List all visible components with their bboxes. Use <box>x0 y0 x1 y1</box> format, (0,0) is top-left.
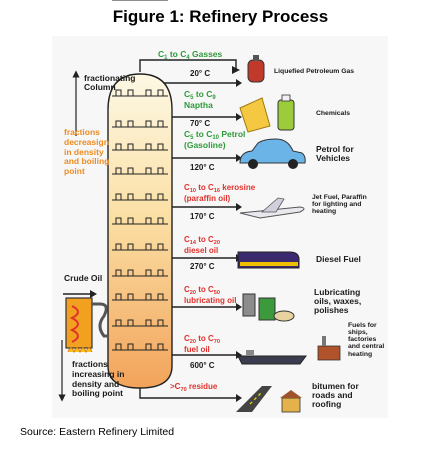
outlet-arrowheads <box>232 66 242 402</box>
temp-120: 120° C <box>190 163 215 172</box>
decreasing-label: fractions decreasign in density and boil… <box>64 127 110 177</box>
product-chemicals: Chemicals <box>316 110 351 117</box>
product-lpg: Liquefied Petroleum Gas <box>274 68 355 75</box>
road-icon <box>236 386 302 413</box>
ship-icon <box>237 336 341 365</box>
fractionating-label: fractionating Column <box>84 73 136 92</box>
fraction-fuel-oil: C20 to C70 fuel oil <box>184 334 221 354</box>
temp-70: 70° C <box>190 119 211 128</box>
fraction-kerosine: C10 to C16 kerosine (paraffin oil) <box>184 183 256 203</box>
jet-icon <box>239 197 305 219</box>
product-fuels: Fuels for ships, factories and central h… <box>348 322 385 358</box>
fraction-petrol: C5 to C10 Petrol (Gasoline) <box>184 129 246 151</box>
furnace <box>63 290 108 354</box>
product-petrol: Petrol for Vehicles <box>316 144 354 163</box>
fractionating-column <box>107 73 173 389</box>
source-caption: Source: Eastern Refinery Limited <box>20 426 175 438</box>
fraction-naptha: C5 to C9 Naptha <box>184 89 216 111</box>
temp-170: 170° C <box>190 212 215 221</box>
lpg-cylinder-icon <box>247 55 265 83</box>
fraction-gasses: C1 to C4 Gasses <box>158 49 223 61</box>
product-lubricating: Lubricating oils, waxes, polishes <box>314 287 362 315</box>
fraction-lubricating: C20 to C50 lubricating oil <box>184 285 237 305</box>
train-icon <box>237 251 300 269</box>
increasing-label: fractions increasing in density and boil… <box>72 359 125 399</box>
crude-oil-label: Crude Oil <box>64 273 103 283</box>
temp-270: 270° C <box>190 262 215 271</box>
product-bitumen: bitumen for roads and roofing <box>312 381 359 409</box>
temp-20: 20° C <box>190 69 211 78</box>
product-diesel: Diesel Fuel <box>316 254 361 264</box>
figure-title: Figure 1: Refinery Process <box>112 7 329 26</box>
fraction-residue: >C70 residue <box>170 382 218 393</box>
fraction-diesel: C14 to C20 diesel oil <box>184 235 221 255</box>
product-jet-fuel: Jet Fuel, Paraffin for lighting and heat… <box>312 194 367 216</box>
car-icon <box>239 138 306 169</box>
lubricants-icon <box>242 293 295 322</box>
chemicals-icon <box>239 94 295 133</box>
temp-600: 600° C <box>190 361 215 370</box>
